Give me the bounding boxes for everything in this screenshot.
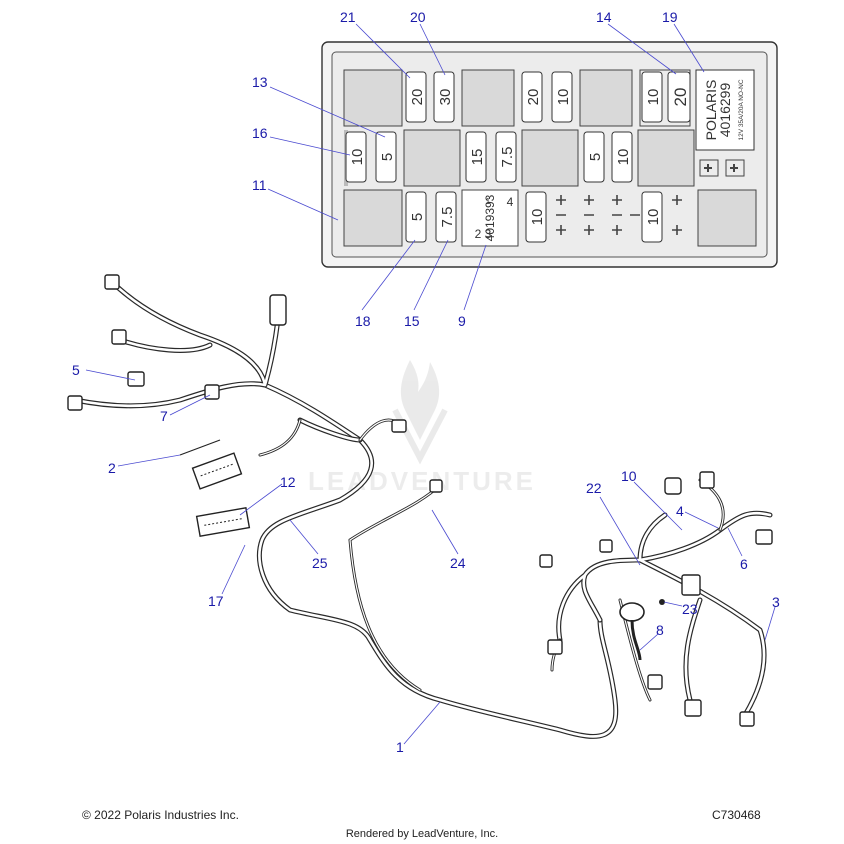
relay-label: POLARIS 4016299 12V 35A/20A NO-NC bbox=[695, 69, 755, 151]
fuse-10-e: 10 bbox=[525, 191, 547, 243]
fuse-7-5-b: 7.5 bbox=[435, 191, 457, 243]
fuse-5-a: 5 bbox=[375, 131, 397, 183]
callout-15: 15 bbox=[404, 313, 420, 329]
fuse-10-c: 10 bbox=[345, 131, 367, 183]
callout-12: 12 bbox=[280, 474, 296, 490]
callouts: 21 20 14 19 13 16 11 18 15 9 5 7 2 12 25… bbox=[72, 9, 780, 755]
fuse-10-b: 10 bbox=[641, 71, 663, 123]
callout-14: 14 bbox=[596, 9, 612, 25]
diagram-code: C730468 bbox=[712, 808, 761, 822]
svg-text:10: 10 bbox=[615, 149, 632, 166]
callout-9: 9 bbox=[458, 313, 466, 329]
fuse-30: 30 bbox=[433, 71, 455, 123]
svg-text:10: 10 bbox=[529, 209, 546, 226]
callout-7: 7 bbox=[160, 408, 168, 424]
callout-8: 8 bbox=[656, 622, 664, 638]
relay-block-part-2 bbox=[191, 452, 243, 490]
fuse-block-part-12 bbox=[195, 506, 251, 538]
fuse-20-b: 20 bbox=[521, 71, 543, 123]
svg-text:4016299: 4016299 bbox=[717, 83, 733, 138]
callout-1: 1 bbox=[396, 739, 404, 755]
callout-24: 24 bbox=[450, 555, 466, 571]
callout-23: 23 bbox=[682, 601, 698, 617]
svg-text:1: 1 bbox=[486, 197, 491, 206]
grommet-part-8 bbox=[619, 602, 645, 622]
callout-22: 22 bbox=[586, 480, 602, 496]
connector-block bbox=[269, 294, 287, 326]
svg-text:5: 5 bbox=[409, 213, 426, 221]
callout-17: 17 bbox=[208, 593, 224, 609]
svg-text:10: 10 bbox=[349, 149, 366, 166]
callout-11: 11 bbox=[252, 177, 267, 193]
svg-text:5: 5 bbox=[587, 153, 604, 161]
fuse-10-f: 10 bbox=[641, 191, 663, 243]
svg-text:10: 10 bbox=[645, 209, 662, 226]
callout-20: 20 bbox=[410, 9, 426, 25]
watermark: LEADVENTURE bbox=[308, 360, 536, 496]
fuse-box: 20 30 20 10 10 20 POLARIS 4016299 12V 35… bbox=[321, 41, 778, 268]
callout-3: 3 bbox=[772, 594, 780, 610]
svg-text:12V 35A/20A NO-NC: 12V 35A/20A NO-NC bbox=[738, 79, 745, 140]
svg-text:2: 2 bbox=[475, 227, 482, 241]
callout-10: 10 bbox=[621, 468, 637, 484]
callout-25: 25 bbox=[312, 555, 328, 571]
watermark-logo-icon bbox=[400, 360, 440, 440]
svg-text:20: 20 bbox=[409, 89, 426, 106]
svg-text:3: 3 bbox=[485, 227, 492, 241]
svg-text:15: 15 bbox=[469, 149, 486, 166]
fuse-10-a: 10 bbox=[551, 71, 573, 123]
svg-text:4: 4 bbox=[507, 195, 514, 209]
callout-21: 21 bbox=[340, 9, 356, 25]
copyright-text: © 2022 Polaris Industries Inc. bbox=[82, 808, 239, 822]
fuse-20-a: 20 bbox=[405, 71, 427, 123]
callout-18: 18 bbox=[355, 313, 371, 329]
fuse-box-label: 1 2 3 4 4019393 bbox=[461, 189, 519, 247]
svg-text:7.5: 7.5 bbox=[499, 147, 516, 168]
fuse-7-5-a: 7.5 bbox=[495, 131, 517, 183]
fuse-15-a: 15 bbox=[465, 131, 487, 183]
svg-text:10: 10 bbox=[645, 89, 662, 106]
svg-text:30: 30 bbox=[437, 89, 454, 106]
svg-text:20: 20 bbox=[525, 89, 542, 106]
svg-text:POLARIS: POLARIS bbox=[703, 80, 719, 141]
fuse-20-c: 20 bbox=[667, 71, 691, 123]
watermark-text: LEADVENTURE bbox=[308, 466, 536, 496]
leader-lines bbox=[85, 23, 776, 745]
wiring-harness bbox=[67, 274, 773, 739]
callout-6: 6 bbox=[740, 556, 748, 572]
fuse-10-d: 10 bbox=[611, 131, 633, 183]
callout-19: 19 bbox=[662, 9, 678, 25]
callout-13: 13 bbox=[252, 74, 268, 90]
rendered-by-text: Rendered by LeadVenture, Inc. bbox=[345, 828, 499, 840]
fuse-5-b: 5 bbox=[583, 131, 605, 183]
callout-4: 4 bbox=[676, 503, 684, 519]
callout-2: 2 bbox=[108, 460, 116, 476]
svg-text:7.5: 7.5 bbox=[439, 207, 456, 228]
callout-16: 16 bbox=[252, 125, 268, 141]
svg-text:4019393: 4019393 bbox=[483, 194, 497, 241]
fuse-5-c: 5 bbox=[405, 191, 427, 243]
svg-text:5: 5 bbox=[379, 153, 396, 161]
svg-text:20: 20 bbox=[671, 88, 690, 107]
svg-text:10: 10 bbox=[555, 89, 572, 106]
callout-5: 5 bbox=[72, 362, 80, 378]
